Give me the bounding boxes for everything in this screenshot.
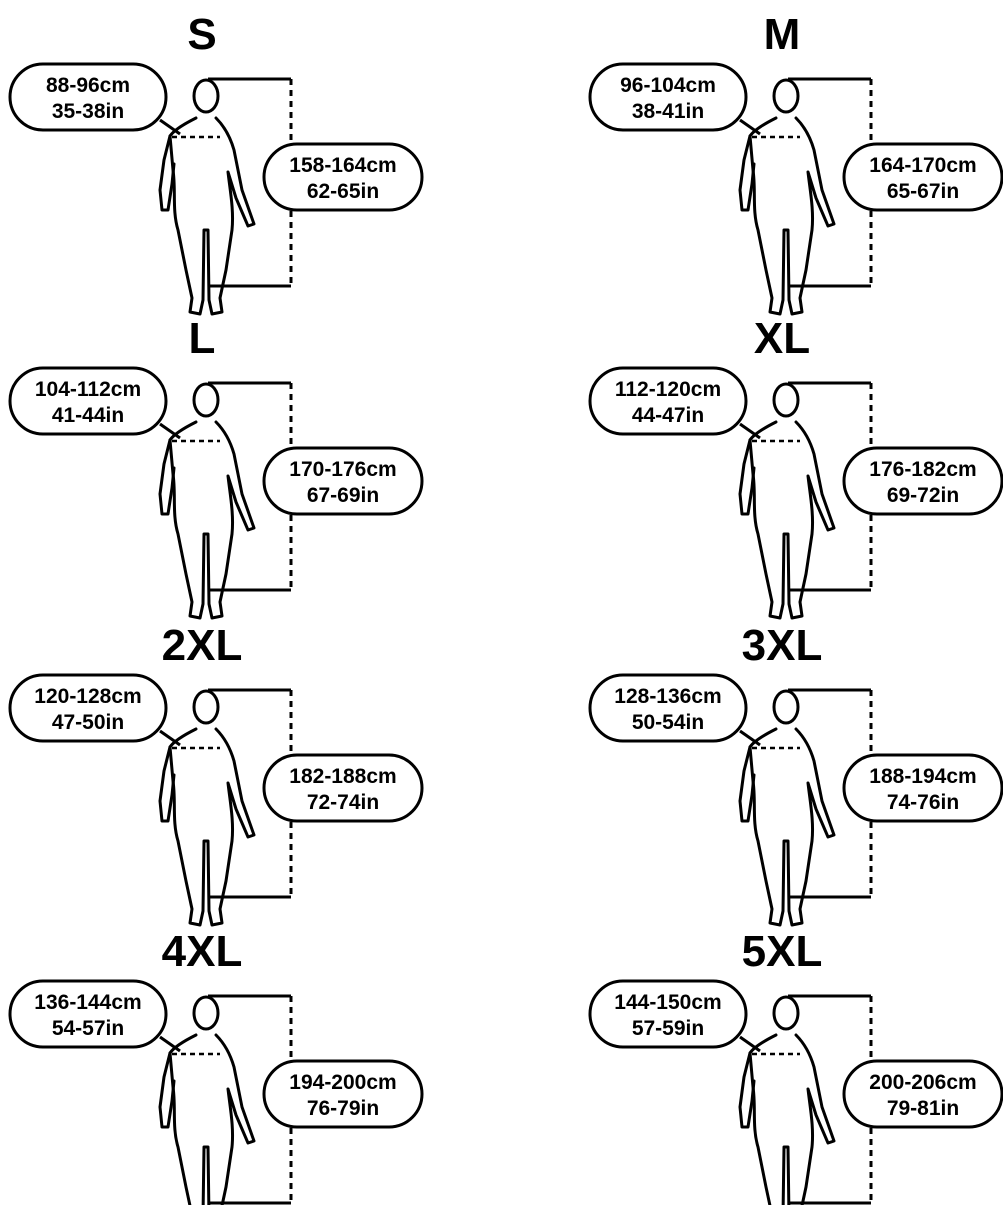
height-cm: 200-206cm (869, 1071, 976, 1094)
human-silhouette-icon (158, 382, 256, 620)
chest-bubble: 144-150cm 57-59in (588, 979, 748, 1049)
chest-pointer (159, 422, 181, 440)
size-label: L (189, 314, 216, 363)
height-in: 74-76in (887, 791, 959, 814)
chest-in: 54-57in (52, 1017, 124, 1040)
chest-in: 47-50in (52, 711, 124, 734)
height-bubble: 170-176cm 67-69in (262, 446, 424, 516)
human-silhouette-icon (738, 689, 836, 927)
human-silhouette-icon (738, 995, 836, 1205)
height-cm: 182-188cm (289, 765, 396, 788)
size-label: M (764, 10, 801, 59)
chest-pointer (159, 118, 181, 136)
chest-in: 50-54in (632, 711, 704, 734)
chest-in: 57-59in (632, 1017, 704, 1040)
chest-pointer (159, 1035, 181, 1053)
height-bubble: 176-182cm 69-72in (842, 446, 1003, 516)
chest-cm: 136-144cm (34, 991, 141, 1014)
chest-pointer (739, 422, 761, 440)
chest-cm: 88-96cm (46, 74, 130, 97)
height-bubble: 188-194cm 74-76in (842, 753, 1003, 823)
height-cm: 188-194cm (869, 765, 976, 788)
size-label: XL (754, 314, 810, 363)
size-label: 4XL (162, 927, 243, 976)
human-silhouette-icon (158, 78, 256, 316)
size-label: 3XL (742, 621, 823, 670)
human-silhouette-icon (158, 689, 256, 927)
height-bubble: 194-200cm 76-79in (262, 1059, 424, 1129)
chest-pointer (159, 729, 181, 747)
chest-bubble: 112-120cm 44-47in (588, 366, 748, 436)
size-panel-m: M 96-104cm 38-41in 164-170cm 65-67in (588, 10, 1003, 316)
human-silhouette-icon (158, 995, 256, 1205)
height-bubble: 200-206cm 79-81in (842, 1059, 1003, 1129)
chest-pointer (739, 118, 761, 136)
chest-in: 35-38in (52, 100, 124, 123)
chest-bubble: 104-112cm 41-44in (8, 366, 168, 436)
chest-bubble: 120-128cm 47-50in (8, 673, 168, 743)
size-panel-xl: XL 112-120cm 44-47in 176-182cm 69-72in (588, 314, 1003, 620)
height-in: 76-79in (307, 1097, 379, 1120)
chest-cm: 104-112cm (35, 378, 141, 401)
human-silhouette-icon (738, 382, 836, 620)
height-cm: 176-182cm (869, 458, 976, 481)
size-label: 5XL (742, 927, 823, 976)
chest-bubble: 128-136cm 50-54in (588, 673, 748, 743)
height-in: 67-69in (307, 484, 379, 507)
height-in: 65-67in (887, 180, 959, 203)
height-cm: 164-170cm (869, 154, 976, 177)
size-panel-4xl: 4XL 136-144cm 54-57in 194-200cm 76-79in (8, 927, 424, 1205)
size-panel-5xl: 5XL 144-150cm 57-59in 200-206cm 79-81in (588, 927, 1003, 1205)
size-label: S (187, 10, 216, 59)
size-panel-l: L 104-112cm 41-44in 170-176cm 67-69in (8, 314, 424, 620)
chest-pointer (739, 729, 761, 747)
chest-in: 44-47in (632, 404, 704, 427)
height-in: 79-81in (887, 1097, 959, 1120)
chest-bubble: 136-144cm 54-57in (8, 979, 168, 1049)
chest-cm: 128-136cm (614, 685, 721, 708)
height-bubble: 164-170cm 65-67in (842, 142, 1003, 212)
height-in: 62-65in (307, 180, 379, 203)
chest-pointer (739, 1035, 761, 1053)
height-bubble: 158-164cm 62-65in (262, 142, 424, 212)
height-in: 72-74in (307, 791, 379, 814)
height-cm: 170-176cm (289, 458, 396, 481)
human-silhouette-icon (738, 78, 836, 316)
chest-cm: 144-150cm (614, 991, 721, 1014)
chest-cm: 112-120cm (615, 378, 721, 401)
height-cm: 194-200cm (289, 1071, 396, 1094)
height-in: 69-72in (887, 484, 959, 507)
chest-in: 38-41in (632, 100, 704, 123)
height-cm: 158-164cm (289, 154, 396, 177)
chest-bubble: 96-104cm 38-41in (588, 62, 748, 132)
height-bubble: 182-188cm 72-74in (262, 753, 424, 823)
chest-cm: 96-104cm (620, 74, 716, 97)
size-label: 2XL (162, 621, 243, 670)
chest-bubble: 88-96cm 35-38in (8, 62, 168, 132)
size-panel-2xl: 2XL 120-128cm 47-50in 182-188cm 72-74in (8, 621, 424, 927)
size-panel-3xl: 3XL 128-136cm 50-54in 188-194cm 74-76in (588, 621, 1003, 927)
chest-in: 41-44in (52, 404, 124, 427)
chest-cm: 120-128cm (34, 685, 141, 708)
size-panel-s: S 88-96cm 35-38in 158-164cm 62-65in (8, 10, 424, 316)
